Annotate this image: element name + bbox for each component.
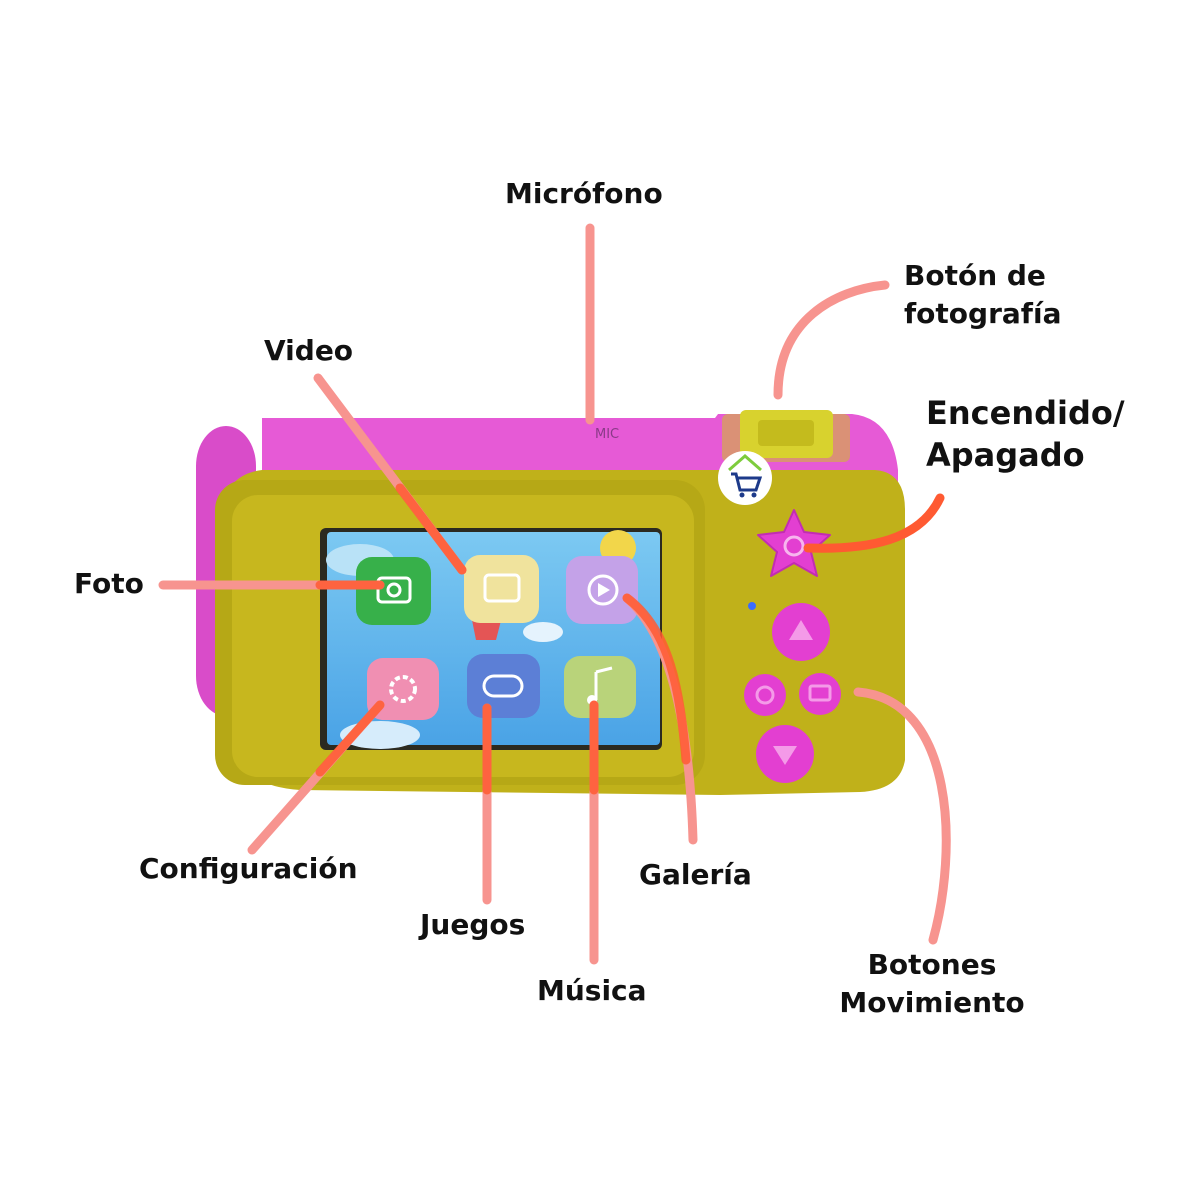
configuracion-app-icon[interactable] xyxy=(367,658,439,720)
label-juegos: Juegos xyxy=(420,908,526,941)
juegos-app-icon[interactable] xyxy=(467,654,540,718)
label-boton-fotografia: Botón de fotografía xyxy=(904,259,1062,330)
label-galeria: Galería xyxy=(639,858,752,891)
foto-app-icon[interactable] xyxy=(356,557,431,625)
pointer-galeria-hot xyxy=(622,593,691,765)
label-encendido-apagado: Encendido/ Apagado xyxy=(926,394,1125,474)
power-button[interactable] xyxy=(757,509,831,577)
up-button[interactable] xyxy=(772,603,830,661)
label-video: Video xyxy=(264,334,354,367)
label-foto: Foto xyxy=(74,567,144,600)
pointer-botones-movimiento xyxy=(853,687,951,945)
settings-button[interactable] xyxy=(744,674,786,716)
label-botones-movimiento: Botones Movimiento xyxy=(839,948,1025,1019)
gallery-button[interactable] xyxy=(799,673,841,715)
musica-app-icon[interactable] xyxy=(564,656,636,718)
pointer-boton-fotografia xyxy=(773,280,890,400)
video-app-icon[interactable] xyxy=(464,555,539,623)
label-musica: Música xyxy=(537,974,647,1007)
store-logo-icon xyxy=(718,451,772,505)
pointer-configuracion-hot xyxy=(315,700,385,777)
label-microfono: Micrófono xyxy=(505,177,663,210)
svg-text:MIC: MIC xyxy=(595,427,619,442)
galeria-app-icon[interactable] xyxy=(566,556,638,624)
pointer-lines xyxy=(158,223,951,965)
pointer-encendido xyxy=(803,493,945,553)
pointer-video-hot xyxy=(395,483,467,575)
label-configuracion: Configuración xyxy=(139,852,358,885)
down-button[interactable] xyxy=(756,725,814,783)
shutter-button[interactable] xyxy=(740,410,833,458)
